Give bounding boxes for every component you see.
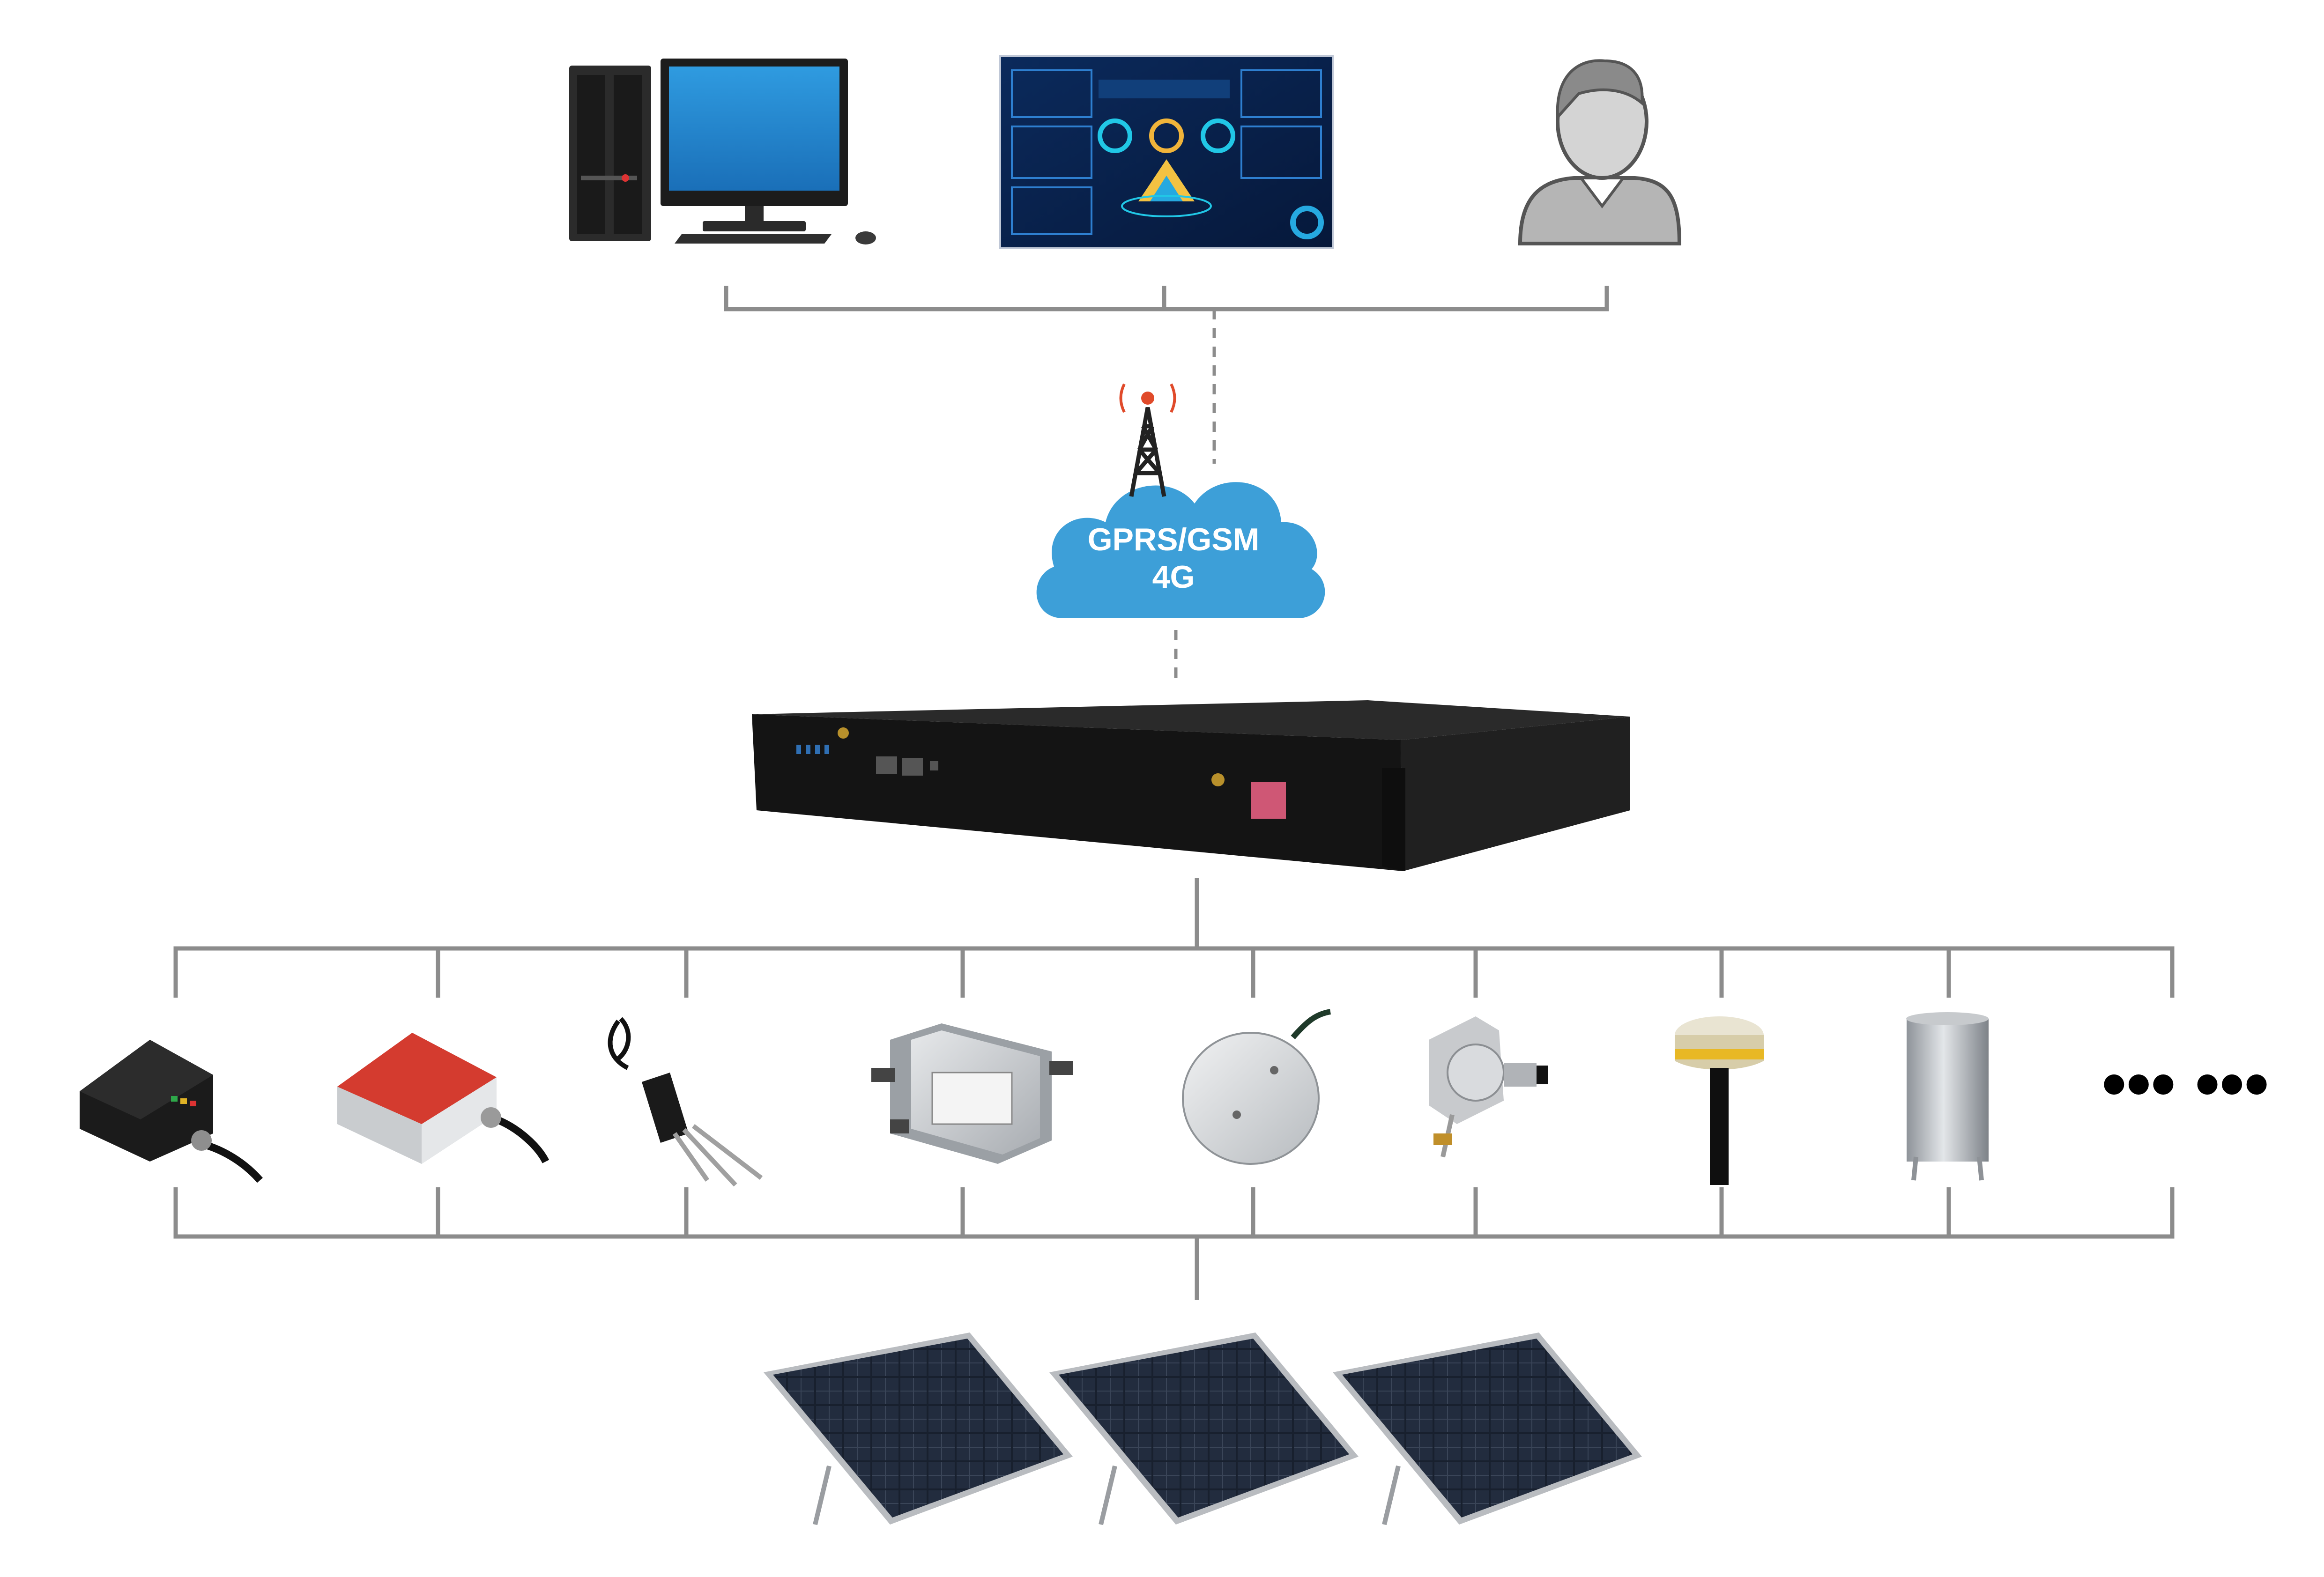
gateway-power-switch — [1251, 782, 1286, 819]
cell-tower-icon — [1119, 383, 1176, 497]
sensor-bottom-bus — [173, 1187, 2175, 1239]
more-sensors-ellipsis: ••• ••• — [2102, 1044, 2269, 1123]
strain-junction-box — [871, 1023, 1073, 1164]
sensor-top-ticks — [436, 948, 1951, 998]
user-avatar — [1518, 59, 1682, 245]
inclinometer-sensor-black — [80, 1040, 263, 1183]
dual-axis-tilt-sensor-red — [337, 1033, 549, 1164]
soil-moisture-probe — [608, 1017, 763, 1187]
draw-wire-displacement-sensor — [1429, 1016, 1548, 1158]
rain-gauge — [1906, 1012, 1989, 1181]
network-label-line2: 4G — [1152, 559, 1195, 595]
sensor-top-bus — [173, 946, 2175, 998]
settlement-disk-sensor — [1182, 1009, 1331, 1165]
data-acquisition-gateway — [752, 700, 1630, 871]
solar-panel-2 — [1049, 1333, 1359, 1525]
gnss-receiver — [1675, 1016, 1764, 1185]
solar-panel-1 — [764, 1333, 1073, 1525]
connectors — [173, 286, 2175, 1300]
sensor-bottom-ticks — [436, 1187, 1951, 1236]
solar-panel-3 — [1333, 1333, 1642, 1525]
top-bracket-line — [724, 286, 1609, 311]
network-label-line1: GPRS/GSM — [1088, 522, 1260, 557]
desktop-computer — [569, 59, 876, 244]
dashboard-display — [999, 55, 1334, 249]
network-cloud: GPRS/GSM 4G — [1036, 482, 1325, 618]
